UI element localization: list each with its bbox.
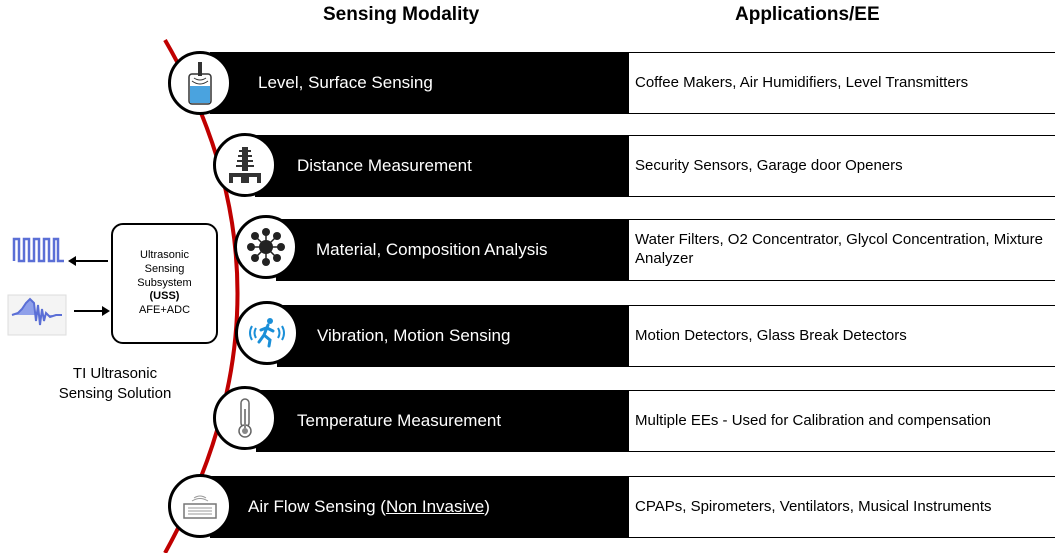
application-box-vibration: Motion Detectors, Glass Break Detectors [628,305,1055,367]
application-box-distance: Security Sensors, Garage door Openers [628,135,1055,197]
modality-bar-temperature: Temperature Measurement [256,390,628,452]
echo-waveform-icon [7,294,67,336]
application-text-level: Coffee Makers, Air Humidifiers, Level Tr… [635,73,969,91]
uss-block: Ultrasonic Sensing Subsystem (USS) AFE+A… [111,223,218,344]
signal-graphics [7,237,110,336]
running-person-icon [235,301,299,365]
application-text-vibration: Motion Detectors, Glass Break Detectors [635,326,907,344]
uss-line-4: (USS) [149,290,180,303]
modality-label-temperature: Temperature Measurement [297,411,502,430]
modality-label-vibration: Vibration, Motion Sensing [317,326,511,345]
solution-line-1: TI Ultrasonic [72,365,158,382]
uss-line-1: Ultrasonic [140,249,189,262]
modality-label-material: Material, Composition Analysis [316,240,548,259]
modality-label-distance: Distance Measurement [297,156,472,175]
modality-label-airflow: Air Flow Sensing (Non Invasive) [248,497,490,517]
application-text-airflow: CPAPs, Spirometers, Ventilators, Musical… [635,497,992,515]
pulse-train-icon [12,237,64,263]
sensing-modality-header: Sensing Modality [323,4,480,25]
application-box-temperature: Multiple EEs - Used for Calibration and … [628,390,1055,452]
airflow-label-suffix: ) [484,497,490,516]
uss-line-3: Subsystem [137,276,192,289]
output-arrow-icon [68,256,108,266]
application-text-distance: Security Sensors, Garage door Openers [635,156,903,174]
non-invasive-link[interactable]: Non Invasive [385,497,485,516]
application-text-material: Water Filters, O2 Concentrator, Glycol C… [635,231,1043,267]
uss-line-2: Sensing [144,262,185,275]
airflow-pipe-icon [168,474,232,538]
modality-bar-material: Material, Composition Analysis [276,219,628,281]
distance-icon [213,133,277,197]
modality-bar-level: Level, Surface Sensing [210,52,628,114]
application-box-level: Coffee Makers, Air Humidifiers, Level Tr… [628,52,1055,114]
modality-bar-distance: Distance Measurement [255,135,628,197]
tank-level-icon [168,51,232,115]
modality-bar-vibration: Vibration, Motion Sensing [277,305,628,367]
application-box-material: Water Filters, O2 Concentrator, Glycol C… [628,219,1055,281]
applications-header: Applications/EE [735,4,880,25]
airflow-label-prefix: Air Flow Sensing ( [248,497,386,516]
application-text-temperature: Multiple EEs - Used for Calibration and … [635,411,992,429]
molecule-icon [234,215,298,279]
ti-solution-label: TI Ultrasonic Sensing Solution [40,364,190,403]
modality-label-level: Level, Surface Sensing [258,73,433,92]
uss-line-5: AFE+ADC [138,304,191,317]
input-arrow-icon [74,306,110,316]
thermometer-icon [213,386,277,450]
solution-line-2: Sensing Solution [58,384,172,402]
application-box-airflow: CPAPs, Spirometers, Ventilators, Musical… [628,476,1055,538]
modality-bar-airflow: Air Flow Sensing (Non Invasive) [210,476,628,538]
